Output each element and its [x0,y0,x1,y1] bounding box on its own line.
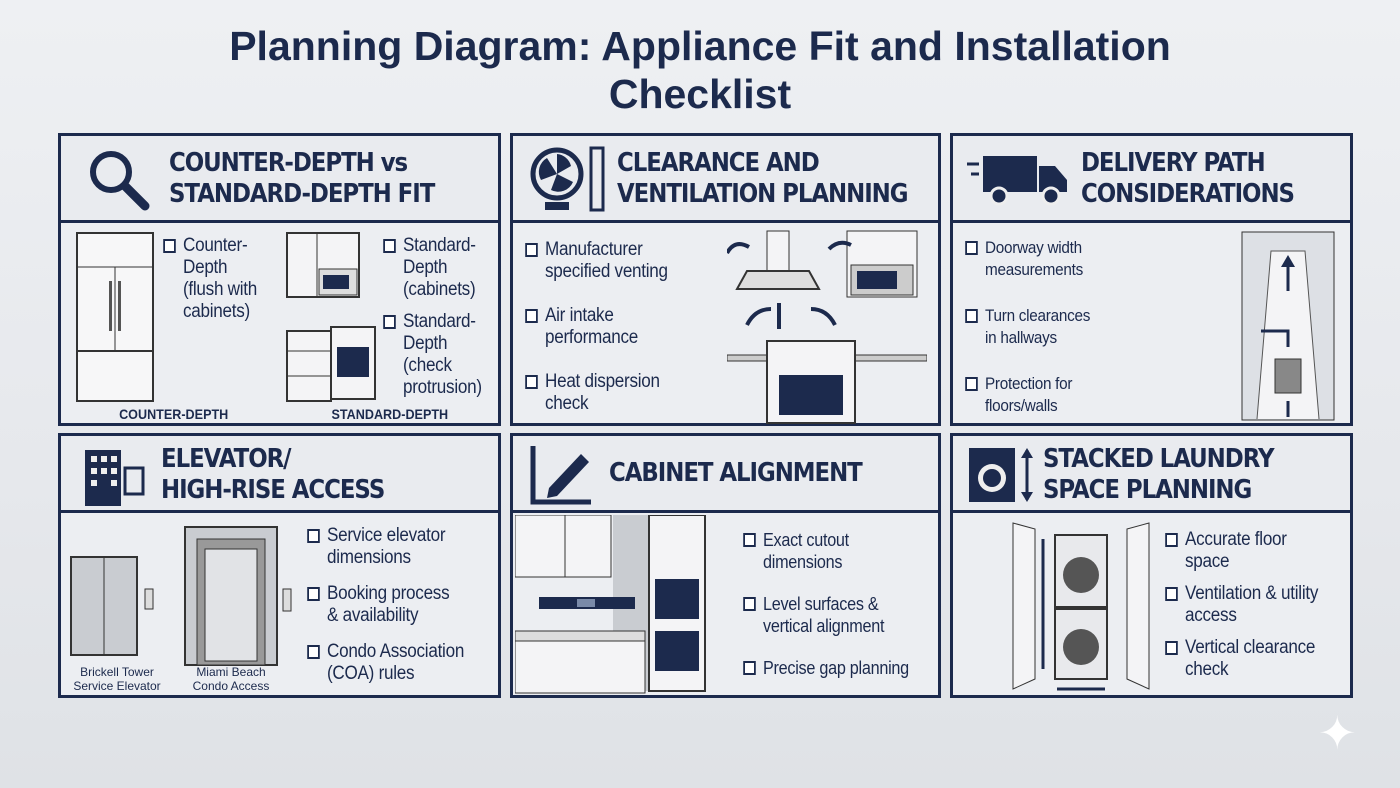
checklist-item[interactable]: Precise gap planning [743,657,909,679]
panel-heading: CABINET ALIGNMENT [609,458,863,488]
panel-heading: ELEVATOR/HIGH-RISE ACCESS [161,444,385,505]
washer-icon [969,448,1033,502]
checkbox[interactable] [743,533,756,547]
checkbox[interactable] [1165,533,1178,547]
hallway-path-illustration [1241,231,1335,421]
wall-cabinet-microwave-illustration [286,232,360,298]
range-and-cabinet-illustration [286,326,376,402]
checkbox[interactable] [525,243,538,257]
caption-counter-depth: COUNTER-DEPTH [119,406,229,422]
checkbox[interactable] [1165,641,1178,655]
panel-elevator-access: ELEVATOR/HIGH-RISE ACCESS Brickell Tower… [58,433,501,698]
square-pencil-icon [530,446,591,505]
sparkle-icon: ✦ [1318,707,1357,759]
fan-ruler-icon [530,146,605,212]
service-elevator-illustration [70,556,154,656]
checkbox[interactable] [307,587,320,601]
checklist-item[interactable]: Standard-Depth(cabinets) [383,235,476,301]
checkbox[interactable] [965,309,978,323]
building-elevator-icon [85,450,145,506]
checkbox[interactable] [383,239,396,253]
checkbox[interactable] [163,239,176,253]
caption-standard-depth: STANDARD-DEPTH [331,406,449,422]
checkbox[interactable] [525,375,538,389]
checkbox[interactable] [743,661,756,675]
checkbox[interactable] [383,315,396,329]
cabinet-level-illustration [515,515,706,694]
checkbox[interactable] [743,597,756,611]
checklist-item[interactable]: Level surfaces &vertical alignment [743,593,884,637]
condo-elevator-illustration [184,526,292,666]
magnifier-icon [90,151,150,211]
stacked-washer-dryer-illustration [1012,522,1150,691]
checkbox[interactable] [307,645,320,659]
french-door-fridge-illustration [76,232,154,402]
checkbox[interactable] [965,241,978,255]
checklist-item[interactable]: Booking process& availability [307,583,450,627]
checklist-item[interactable]: Condo Association(COA) rules [307,641,464,685]
page-title: Planning Diagram: Appliance Fit and Inst… [229,23,1171,117]
range-hood-stove-illustration [727,230,927,424]
checkbox[interactable] [307,529,320,543]
checkbox[interactable] [1165,587,1178,601]
checkbox[interactable] [965,377,978,391]
checkbox[interactable] [525,309,538,323]
delivery-truck-icon [967,156,1067,206]
